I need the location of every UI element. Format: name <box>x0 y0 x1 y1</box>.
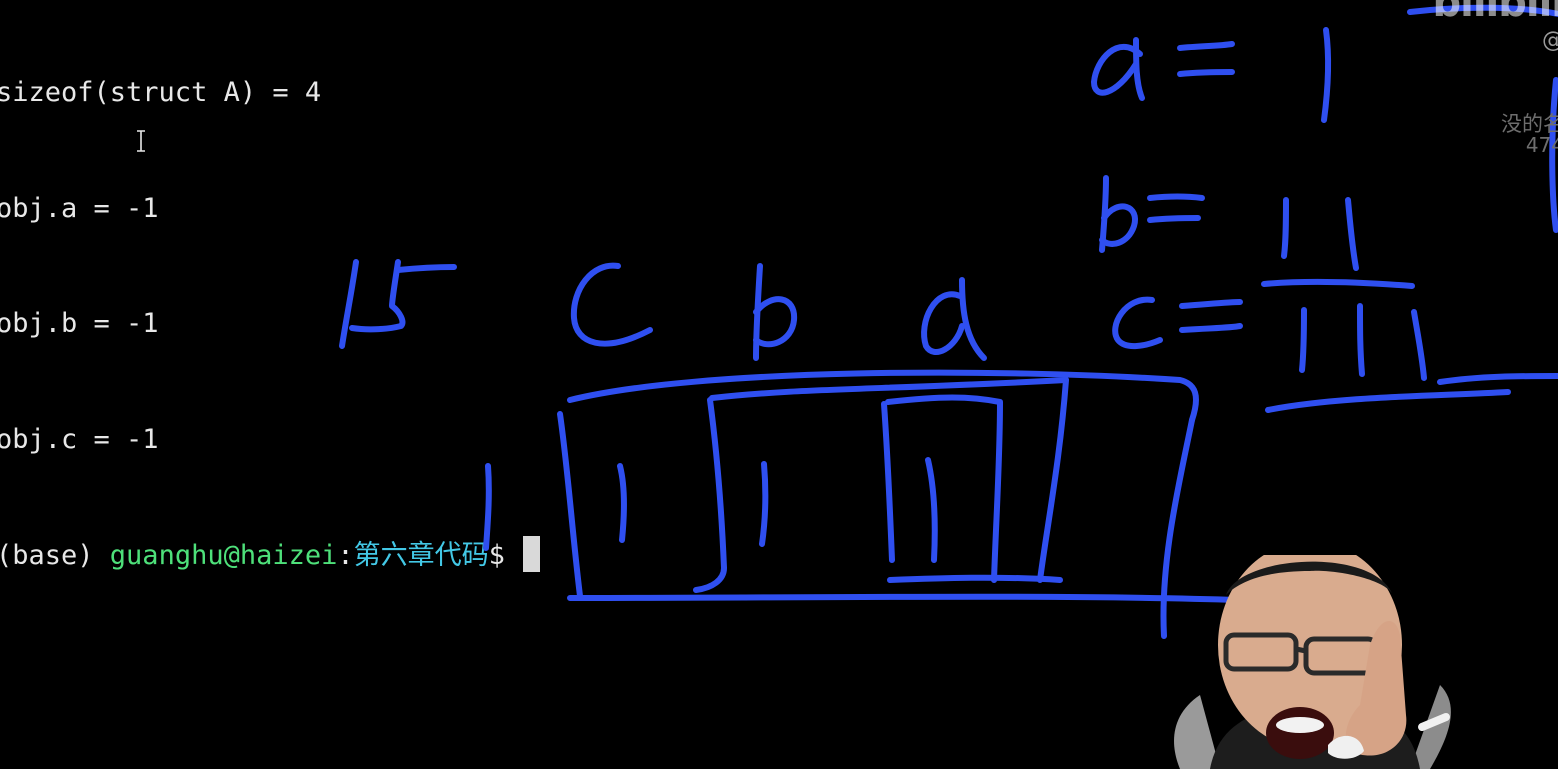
watermark-at: @ <box>1542 28 1558 53</box>
terminal-line: obj.b = -1 <box>0 308 159 339</box>
ibeam-cursor-icon <box>137 130 145 152</box>
handwritten-c <box>570 262 653 347</box>
handwritten-15 <box>339 259 457 349</box>
handwritten-b <box>753 263 798 361</box>
bitfield-box-drawing <box>557 369 1243 639</box>
prompt-symbol: $ <box>488 540 522 571</box>
edge-bracket <box>1407 4 1558 233</box>
handwritten-a <box>921 277 987 361</box>
presenter-webcam-overlay <box>1174 555 1451 769</box>
terminal-prompt[interactable]: (base) guanghu@haizei:第六章代码$ <box>0 536 541 575</box>
bit-outside-1 <box>483 463 492 551</box>
bilibili-watermark: bilibili @ 没的名 474 <box>1424 0 1558 170</box>
terminal-line: obj.c = -1 <box>0 423 159 455</box>
eq-b-11 <box>1099 175 1415 289</box>
prompt-user-host: guanghu@haizei <box>109 540 338 571</box>
terminal-line: sizeof(struct A) = 4 <box>0 77 322 108</box>
prompt-env: (base) <box>0 540 110 571</box>
prompt-separator: : <box>337 540 354 571</box>
terminal-output: sizeof(struct A) = 4 obj.a = -1 obj.b = … <box>0 0 541 652</box>
watermark-count: 474 <box>1525 133 1558 157</box>
eq-a-1 <box>1091 27 1332 123</box>
watermark-channel-name: 没的名 <box>1501 112 1558 136</box>
text-cursor[interactable] <box>523 536 541 572</box>
bilibili-logo-icon: bilibili <box>1432 0 1558 26</box>
prompt-path: 第六章代码 <box>353 540 489 571</box>
eq-c-111 <box>1112 296 1558 413</box>
terminal-line: obj.a = -1 <box>0 192 159 224</box>
